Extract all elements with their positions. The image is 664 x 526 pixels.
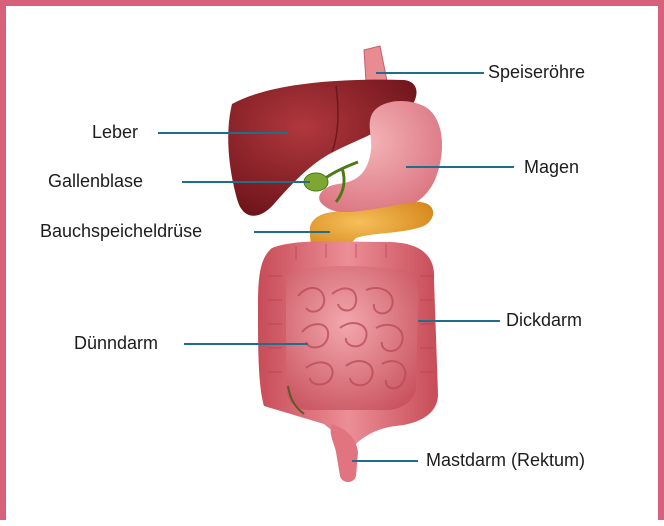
digestive-system-diagram: Speiseröhre Leber Gallenblase Bauchspeic… <box>6 6 664 526</box>
small-intestine-shape <box>286 266 419 410</box>
label-magen: Magen <box>524 156 579 178</box>
digestive-organs-illustration <box>6 6 664 526</box>
label-duenndarm: Dünndarm <box>74 332 158 354</box>
label-dickdarm: Dickdarm <box>506 309 582 331</box>
label-bauchspeicheldruese: Bauchspeicheldrüse <box>40 220 202 242</box>
label-mastdarm: Mastdarm (Rektum) <box>426 449 585 471</box>
label-speiseroehre: Speiseröhre <box>488 61 585 83</box>
label-gallenblase: Gallenblase <box>48 170 143 192</box>
label-leber: Leber <box>92 121 138 143</box>
